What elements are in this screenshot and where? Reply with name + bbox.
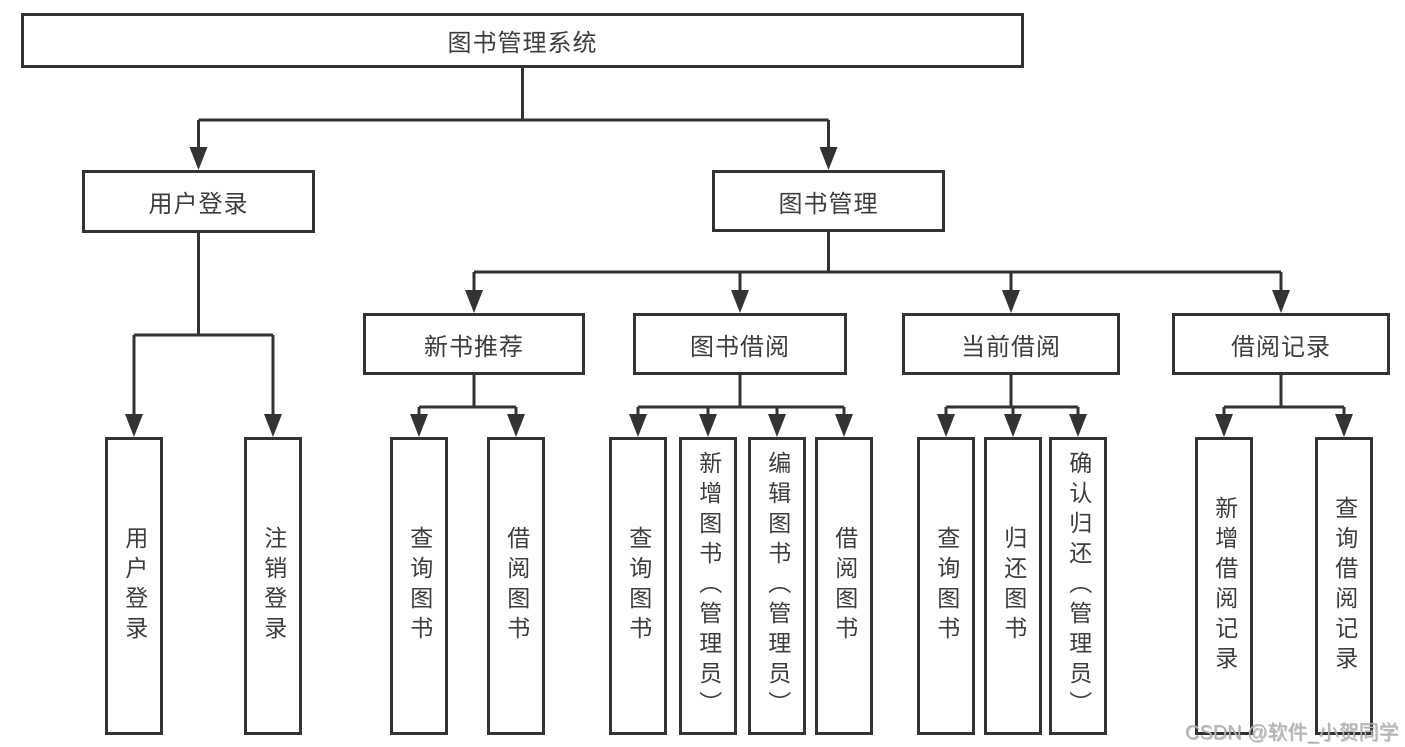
node-user-login: 用户登录 (82, 170, 315, 233)
node-borrowing-records: 借阅记录 (1172, 313, 1390, 375)
leaf-return-books-label: 归还图书 (1000, 526, 1027, 646)
node-book-management: 图书管理 (712, 170, 945, 232)
leaf-borrowing-borrow-books: 借阅图书 (815, 437, 873, 735)
leaf-user-login: 用户登录 (105, 437, 163, 735)
leaf-query-borrow-record: 查询借阅记录 (1315, 437, 1373, 735)
node-borrowing-records-label: 借阅记录 (1231, 333, 1331, 361)
leaf-add-books-admin: 新增图书（管理员） (679, 437, 737, 735)
leaf-recommend-borrow-books-label: 借阅图书 (503, 526, 530, 646)
leaf-current-query-books: 查询图书 (917, 437, 975, 735)
leaf-recommend-query-books: 查询图书 (390, 437, 448, 735)
node-new-book-recommend-label: 新书推荐 (424, 333, 524, 361)
leaf-borrowing-query-books: 查询图书 (609, 437, 667, 735)
node-book-management-label: 图书管理 (778, 190, 879, 218)
node-current-borrowing: 当前借阅 (902, 313, 1120, 375)
leaf-return-books: 归还图书 (984, 437, 1042, 735)
leaf-add-borrow-record: 新增借阅记录 (1195, 437, 1253, 735)
leaf-confirm-return-admin: 确认归还（管理员） (1049, 437, 1107, 735)
node-current-borrowing-label: 当前借阅 (961, 333, 1061, 361)
leaf-current-query-books-label: 查询图书 (933, 526, 960, 646)
node-user-login-label: 用户登录 (148, 191, 249, 218)
leaf-recommend-borrow-books: 借阅图书 (487, 437, 545, 735)
csdn-watermark: CSDN @软件_小贺同学 (1185, 722, 1399, 744)
leaf-recommend-query-books-label: 查询图书 (406, 526, 433, 646)
node-new-book-recommend: 新书推荐 (363, 313, 585, 375)
leaf-confirm-return-admin-label: 确认归还（管理员） (1065, 451, 1092, 721)
leaf-add-books-admin-label: 新增图书（管理员） (695, 451, 722, 721)
leaf-query-borrow-record-label: 查询借阅记录 (1331, 496, 1358, 676)
node-book-borrowing-label: 图书借阅 (690, 333, 790, 361)
leaf-logout-label: 注销登录 (260, 526, 287, 646)
leaf-edit-books-admin-label: 编辑图书（管理员） (764, 451, 791, 721)
node-library-system-label: 图书管理系统 (447, 30, 598, 57)
leaf-borrowing-query-books-label: 查询图书 (625, 526, 652, 646)
leaf-edit-books-admin: 编辑图书（管理员） (748, 437, 806, 735)
leaf-add-borrow-record-label: 新增借阅记录 (1211, 496, 1238, 676)
leaf-borrowing-borrow-books-label: 借阅图书 (831, 526, 858, 646)
node-library-system: 图书管理系统 (21, 13, 1024, 68)
leaf-logout: 注销登录 (244, 437, 302, 735)
node-book-borrowing: 图书借阅 (633, 313, 847, 375)
leaf-user-login-label: 用户登录 (121, 526, 148, 646)
